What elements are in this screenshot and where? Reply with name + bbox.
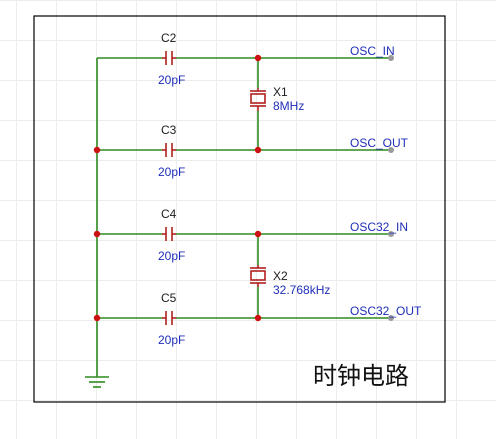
- c2-ref-label: C2: [161, 31, 177, 45]
- c4-value-label: 20pF: [158, 249, 185, 263]
- net-pins: [388, 55, 394, 321]
- ground-symbol-icon: [85, 376, 109, 388]
- sheet-frame: [33, 15, 446, 403]
- junctions: [93, 54, 262, 322]
- x2-value-label: 32.768kHz: [273, 283, 330, 297]
- c5-ref-label: C5: [161, 291, 177, 305]
- x1-ref-label: X1: [273, 85, 288, 99]
- crystals: [250, 88, 266, 287]
- c3-value-label: 20pF: [158, 165, 185, 179]
- c5-value-label: 20pF: [158, 333, 185, 347]
- x1-value-label: 8MHz: [273, 99, 304, 113]
- junction-dot: [254, 54, 262, 62]
- capacitor-c3-icon[interactable]: [162, 143, 176, 157]
- c3-ref-label: C3: [161, 123, 177, 137]
- net-label-osc32-in: OSC32_IN: [350, 220, 408, 234]
- junction-dot: [93, 230, 101, 238]
- wires: [96, 57, 390, 377]
- capacitor-c5-icon[interactable]: [162, 311, 176, 325]
- pin-osc-in[interactable]: [388, 55, 394, 61]
- pin-osc32-out[interactable]: [388, 315, 394, 321]
- net-label-osc-in: OSC_IN: [350, 44, 395, 58]
- junction-dot: [254, 146, 262, 154]
- diagram-title: 时钟电路: [313, 362, 409, 390]
- pin-osc32-in[interactable]: [388, 231, 394, 237]
- pin-osc-out[interactable]: [388, 147, 394, 153]
- junction-dot: [93, 314, 101, 322]
- junction-dot: [93, 146, 101, 154]
- c4-ref-label: C4: [161, 207, 177, 221]
- junction-dot: [254, 230, 262, 238]
- x2-ref-label: X2: [273, 269, 288, 283]
- capacitors: [162, 51, 176, 325]
- capacitor-c4-icon[interactable]: [162, 227, 176, 241]
- crystal-x1-icon[interactable]: [250, 88, 266, 111]
- net-label-osc32-out: OSC32_OUT: [350, 304, 422, 318]
- capacitor-c2-icon[interactable]: [162, 51, 176, 65]
- junction-dot: [254, 314, 262, 322]
- net-label-osc-out: OSC_OUT: [350, 136, 409, 150]
- c2-value-label: 20pF: [158, 73, 185, 87]
- crystal-x2-icon[interactable]: [250, 265, 266, 287]
